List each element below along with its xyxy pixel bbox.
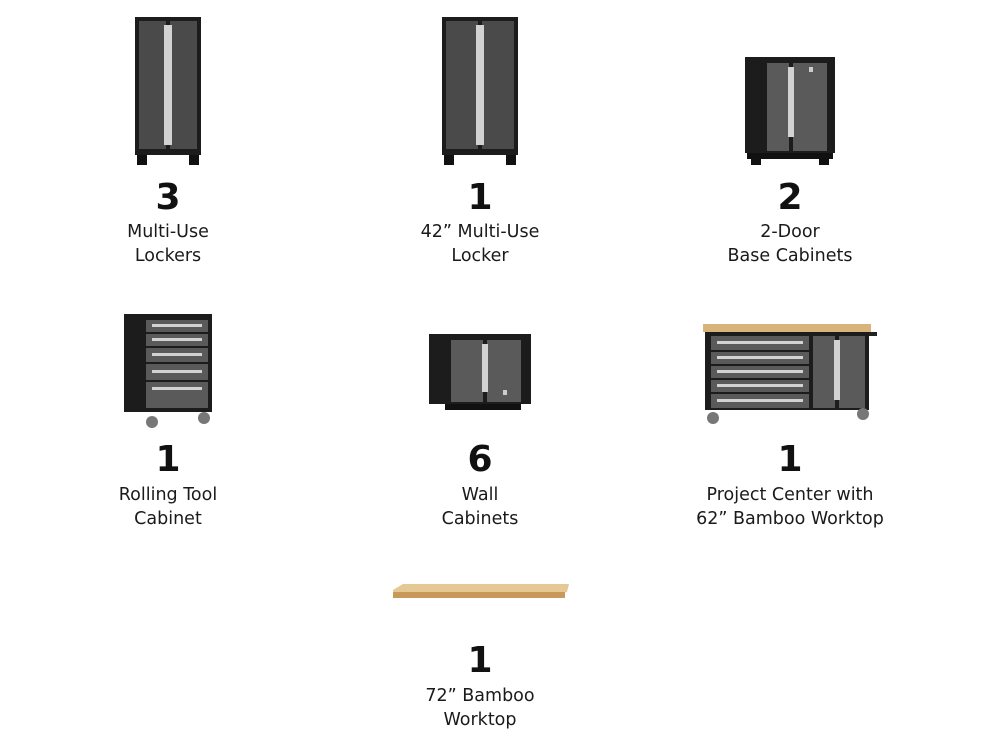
- quantity: 3: [155, 177, 181, 218]
- quantity: 1: [777, 439, 803, 480]
- multi-use-locker-icon: [18, 15, 318, 167]
- quantity: 1: [467, 177, 493, 218]
- quantity: 1: [155, 439, 181, 480]
- 42-inch-locker-icon: [330, 15, 630, 167]
- project-center-icon: [640, 322, 940, 426]
- quantity: 1: [467, 640, 493, 681]
- rolling-tool-cabinet-icon: [18, 312, 318, 432]
- quantity: 2: [777, 177, 803, 218]
- bamboo-worktop-icon: [330, 582, 630, 604]
- wall-cabinet-icon: [330, 332, 630, 412]
- base-cabinet-icon: [640, 55, 940, 167]
- quantity: 6: [467, 439, 493, 480]
